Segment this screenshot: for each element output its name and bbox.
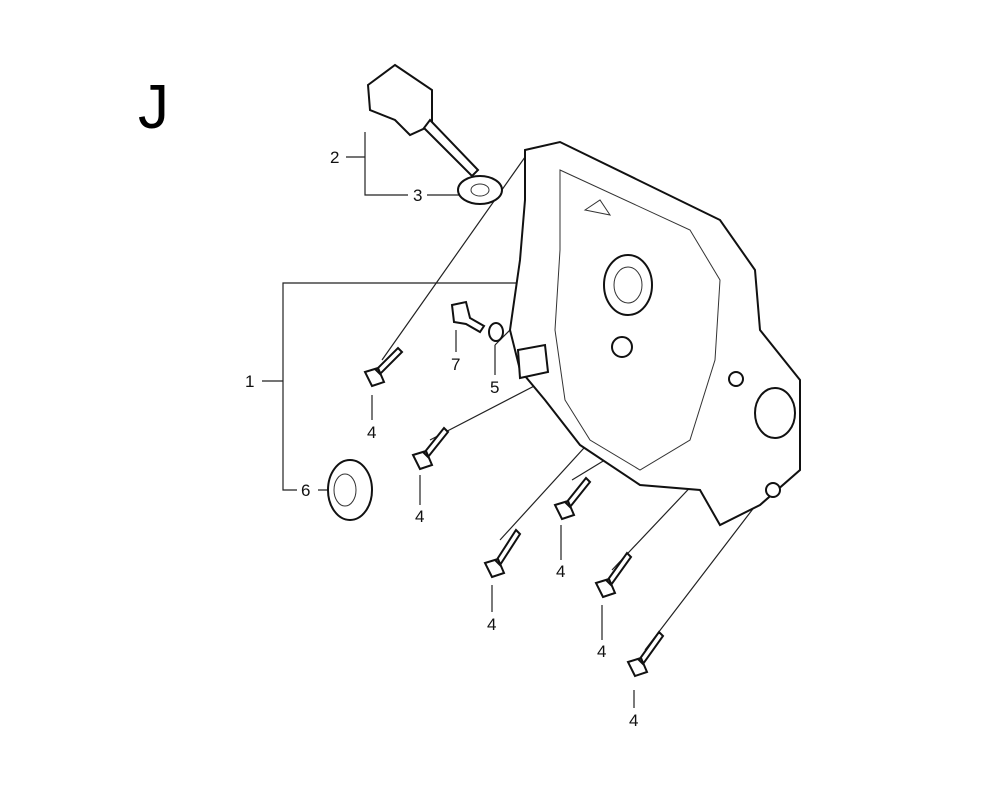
section-letter: J: [138, 73, 169, 142]
callout-6: 6: [301, 481, 310, 500]
callout-3: 3: [413, 186, 422, 205]
callout-2: 2: [330, 148, 339, 167]
callout-4: 4: [556, 562, 565, 581]
oil-filler-cap: [366, 63, 503, 205]
bolts: [363, 346, 665, 678]
callout-4: 4: [629, 711, 638, 730]
callout-4: 4: [415, 507, 424, 526]
callout-5: 5: [490, 378, 499, 397]
small-bolt-and-washer: [450, 300, 504, 342]
crankcase-cover: [508, 140, 801, 527]
oil-seal: [327, 459, 373, 521]
callout-4: 4: [597, 642, 606, 661]
callout-4: 4: [367, 423, 376, 442]
callout-4: 4: [487, 615, 496, 634]
callout-7: 7: [451, 355, 460, 374]
callout-1: 1: [245, 372, 254, 391]
